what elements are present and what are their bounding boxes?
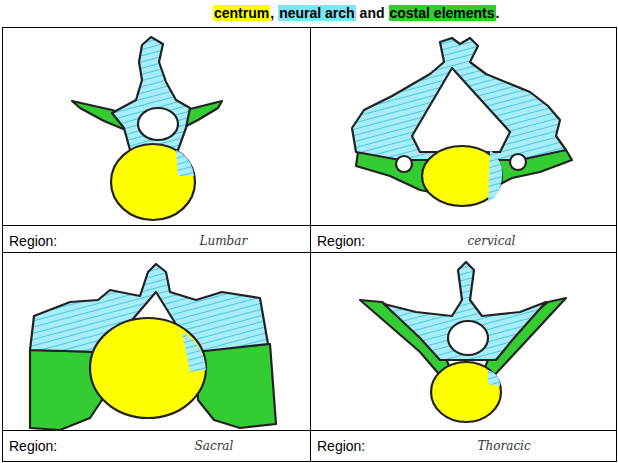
- sentence-text: ,: [270, 5, 274, 21]
- region-cell: Region: Sacral: [3, 431, 310, 461]
- region-cell: Region: cervical: [311, 226, 616, 252]
- region-answer: Sacral: [195, 439, 234, 453]
- region-label: Region:: [317, 438, 365, 454]
- table-grid: [3, 28, 617, 462]
- region-cell: Region: Lumbar: [3, 226, 310, 252]
- instruction-text: centrum, neural arch and costal elements.: [213, 5, 499, 21]
- highlight-swatch: costal elements: [389, 5, 496, 21]
- region-label: Region:: [9, 438, 57, 454]
- sentence-text: .: [496, 5, 500, 21]
- region-label: Region:: [9, 233, 57, 249]
- sacral-vertebra: [30, 264, 276, 430]
- region-answer: cervical: [468, 234, 516, 248]
- region-answer: Thoracic: [478, 439, 531, 453]
- highlight-swatch: neural arch: [278, 5, 355, 21]
- highlight-swatch: centrum: [213, 5, 270, 21]
- region-label: Region:: [317, 233, 365, 249]
- legend-text: costal elements: [390, 5, 495, 21]
- sentence-text: and: [360, 5, 385, 21]
- cervical-vertebra: [352, 38, 572, 206]
- region-cell: Region: Thoracic: [311, 431, 616, 461]
- legend-text: neural arch: [279, 5, 354, 21]
- legend-text: centrum: [214, 5, 269, 21]
- thoracic-vertebra: [360, 262, 566, 422]
- region-answer: Lumbar: [200, 234, 248, 248]
- lumbar-vertebra: [72, 37, 222, 220]
